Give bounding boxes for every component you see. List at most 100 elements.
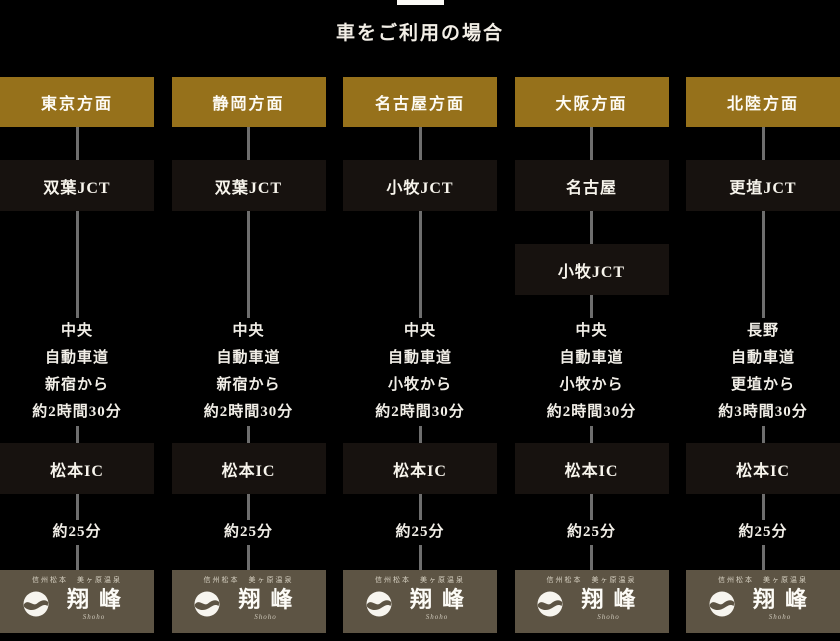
route-detail-line: 中央 [232,323,265,339]
route-detail-line: 中央 [403,323,436,339]
matsumoto-ic-node: 松本IC [0,443,154,494]
route-node-jct: 双葉JCT [171,160,326,211]
connector-line [418,426,422,443]
route-node-jct: 小牧JCT [343,160,497,211]
connector-line [590,211,593,244]
connector-line [247,494,250,520]
car-access-diagram: 東京方面 双葉JCT 中央 自動車道 新宿から 約2時間30分 松本IC 約25… [0,77,840,633]
route-node-nagoya: 名古屋 [514,160,669,211]
hotel-logo-row: 翔峰 Shoho [194,587,302,621]
hotel-logo-romaji: Shoho [768,613,792,621]
hotel-logo: 信州松本 美ヶ原温泉 翔峰 Shoho [0,570,154,633]
hotel-logo-row: 翔峰 Shoho [23,587,131,621]
hotel-logo-romaji: Shoho [254,613,277,621]
route-column-nagoya: 名古屋方面 小牧JCT 中央 自動車道 小牧から 約2時間30分 松本IC 約2… [343,77,497,633]
hotel-logo-tagline: 信州松本 美ヶ原温泉 [718,576,808,584]
hotel-logo-row: 翔峰 Shoho [537,587,645,621]
matsumoto-ic-node: 松本IC [343,443,497,494]
hotel-logo-name: 翔峰 [409,587,474,612]
direction-header: 名古屋方面 [343,77,497,127]
route-detail-line: 自動車道 [559,350,624,366]
route-detail: 長野 自動車道 更埴から 約3時間30分 [718,318,808,426]
route-column-osaka: 大阪方面 名古屋 小牧JCT 中央 自動車道 小牧から 約2時間30分 松本IC… [514,77,669,633]
hotel-logo-name: 翔峰 [752,587,817,612]
route-detail-line: 長野 [746,323,779,339]
route-detail-line: 更埴から [730,377,795,393]
connector-line [75,426,79,443]
connector-line [761,426,765,443]
connector-line [590,295,593,318]
hotel-logo-row: 翔峰 Shoho [709,587,817,621]
hotel-logo-name-wrap: 翔峰 Shoho [400,587,474,621]
route-detail-line: 約2時間30分 [375,404,465,420]
route-detail-line: 中央 [575,323,608,339]
hotel-logo-name-wrap: 翔峰 Shoho [57,587,131,621]
connector-line [75,211,79,318]
hotel-logo-tagline: 信州松本 美ヶ原温泉 [32,576,122,584]
travel-time-label: 約25分 [738,524,788,540]
travel-time-label: 約25分 [223,524,273,540]
route-detail: 中央 自動車道 新宿から 約2時間30分 [204,318,294,426]
direction-header: 北陸方面 [686,77,840,127]
route-column-tokyo: 東京方面 双葉JCT 中央 自動車道 新宿から 約2時間30分 松本IC 約25… [0,77,154,633]
hotel-logo-row: 翔峰 Shoho [366,587,474,621]
hotel-logo: 信州松本 美ヶ原温泉 翔峰 Shoho [686,570,840,633]
route-detail-line: 約3時間30分 [718,404,808,420]
matsumoto-ic-node: 松本IC [686,443,840,494]
hotel-logo-name-wrap: 翔峰 Shoho [228,587,302,621]
route-detail-line: 新宿から [44,377,109,393]
route-detail-line: 自動車道 [216,350,281,366]
route-node-jct: 双葉JCT [0,160,154,211]
route-detail: 中央 自動車道 小牧から 約2時間30分 [375,318,465,426]
direction-header: 東京方面 [0,77,154,127]
connector-line [75,127,79,160]
connector-line [418,127,422,160]
hotel-logo-tagline: 信州松本 美ヶ原温泉 [203,576,294,584]
travel-time-label: 約25分 [395,524,445,540]
top-accent-bar [396,0,444,5]
connector-line [761,494,765,520]
connector-line [761,211,765,318]
route-detail-line: 中央 [60,323,93,339]
hotel-logo: 信州松本 美ヶ原温泉 翔峰 Shoho [343,570,497,633]
hotel-logo-name: 翔峰 [66,587,131,612]
connector-line [247,426,250,443]
connector-line [75,545,79,570]
connector-line [590,494,593,520]
connector-line [590,426,593,443]
hotel-logo-romaji: Shoho [425,613,449,621]
shoho-circle-icon [23,591,49,617]
route-detail-line: 約2時間30分 [546,404,637,420]
hotel-logo-tagline: 信州松本 美ヶ原温泉 [546,576,637,584]
section-title: 車をご利用の場合 [335,23,504,44]
connector-line [75,494,79,520]
hotel-logo-name: 翔峰 [581,587,646,612]
route-column-hokuriku: 北陸方面 更埴JCT 長野 自動車道 更埴から 約3時間30分 松本IC 約25… [686,77,840,633]
hotel-logo-name-wrap: 翔峰 Shoho [743,587,817,621]
route-column-shizuoka: 静岡方面 双葉JCT 中央 自動車道 新宿から 約2時間30分 松本IC 約25… [171,77,326,633]
route-detail: 中央 自動車道 小牧から 約2時間30分 [547,318,637,426]
connector-line [247,545,250,570]
shoho-circle-icon [537,591,563,617]
route-detail-line: 新宿から [216,377,281,393]
route-node-jct: 小牧JCT [514,244,669,295]
route-detail: 中央 自動車道 新宿から 約2時間30分 [32,318,122,426]
route-detail-line: 約2時間30分 [32,404,122,420]
hotel-logo: 信州松本 美ヶ原温泉 翔峰 Shoho [514,570,669,633]
hotel-logo-tagline: 信州松本 美ヶ原温泉 [375,576,465,584]
matsumoto-ic-node: 松本IC [171,443,326,494]
hotel-logo-romaji: Shoho [597,613,620,621]
route-detail-line: 自動車道 [387,350,452,366]
connector-line [761,545,765,570]
travel-time-label: 約25分 [52,524,102,540]
shoho-circle-icon [709,591,735,617]
route-node-jct: 更埴JCT [686,160,840,211]
connector-line [761,127,765,160]
connector-line [247,211,250,318]
hotel-logo: 信州松本 美ヶ原温泉 翔峰 Shoho [171,570,326,633]
connector-line [590,545,593,570]
matsumoto-ic-node: 松本IC [514,443,669,494]
connector-line [418,545,422,570]
route-detail-line: 自動車道 [44,350,109,366]
travel-time-label: 約25分 [566,524,616,540]
